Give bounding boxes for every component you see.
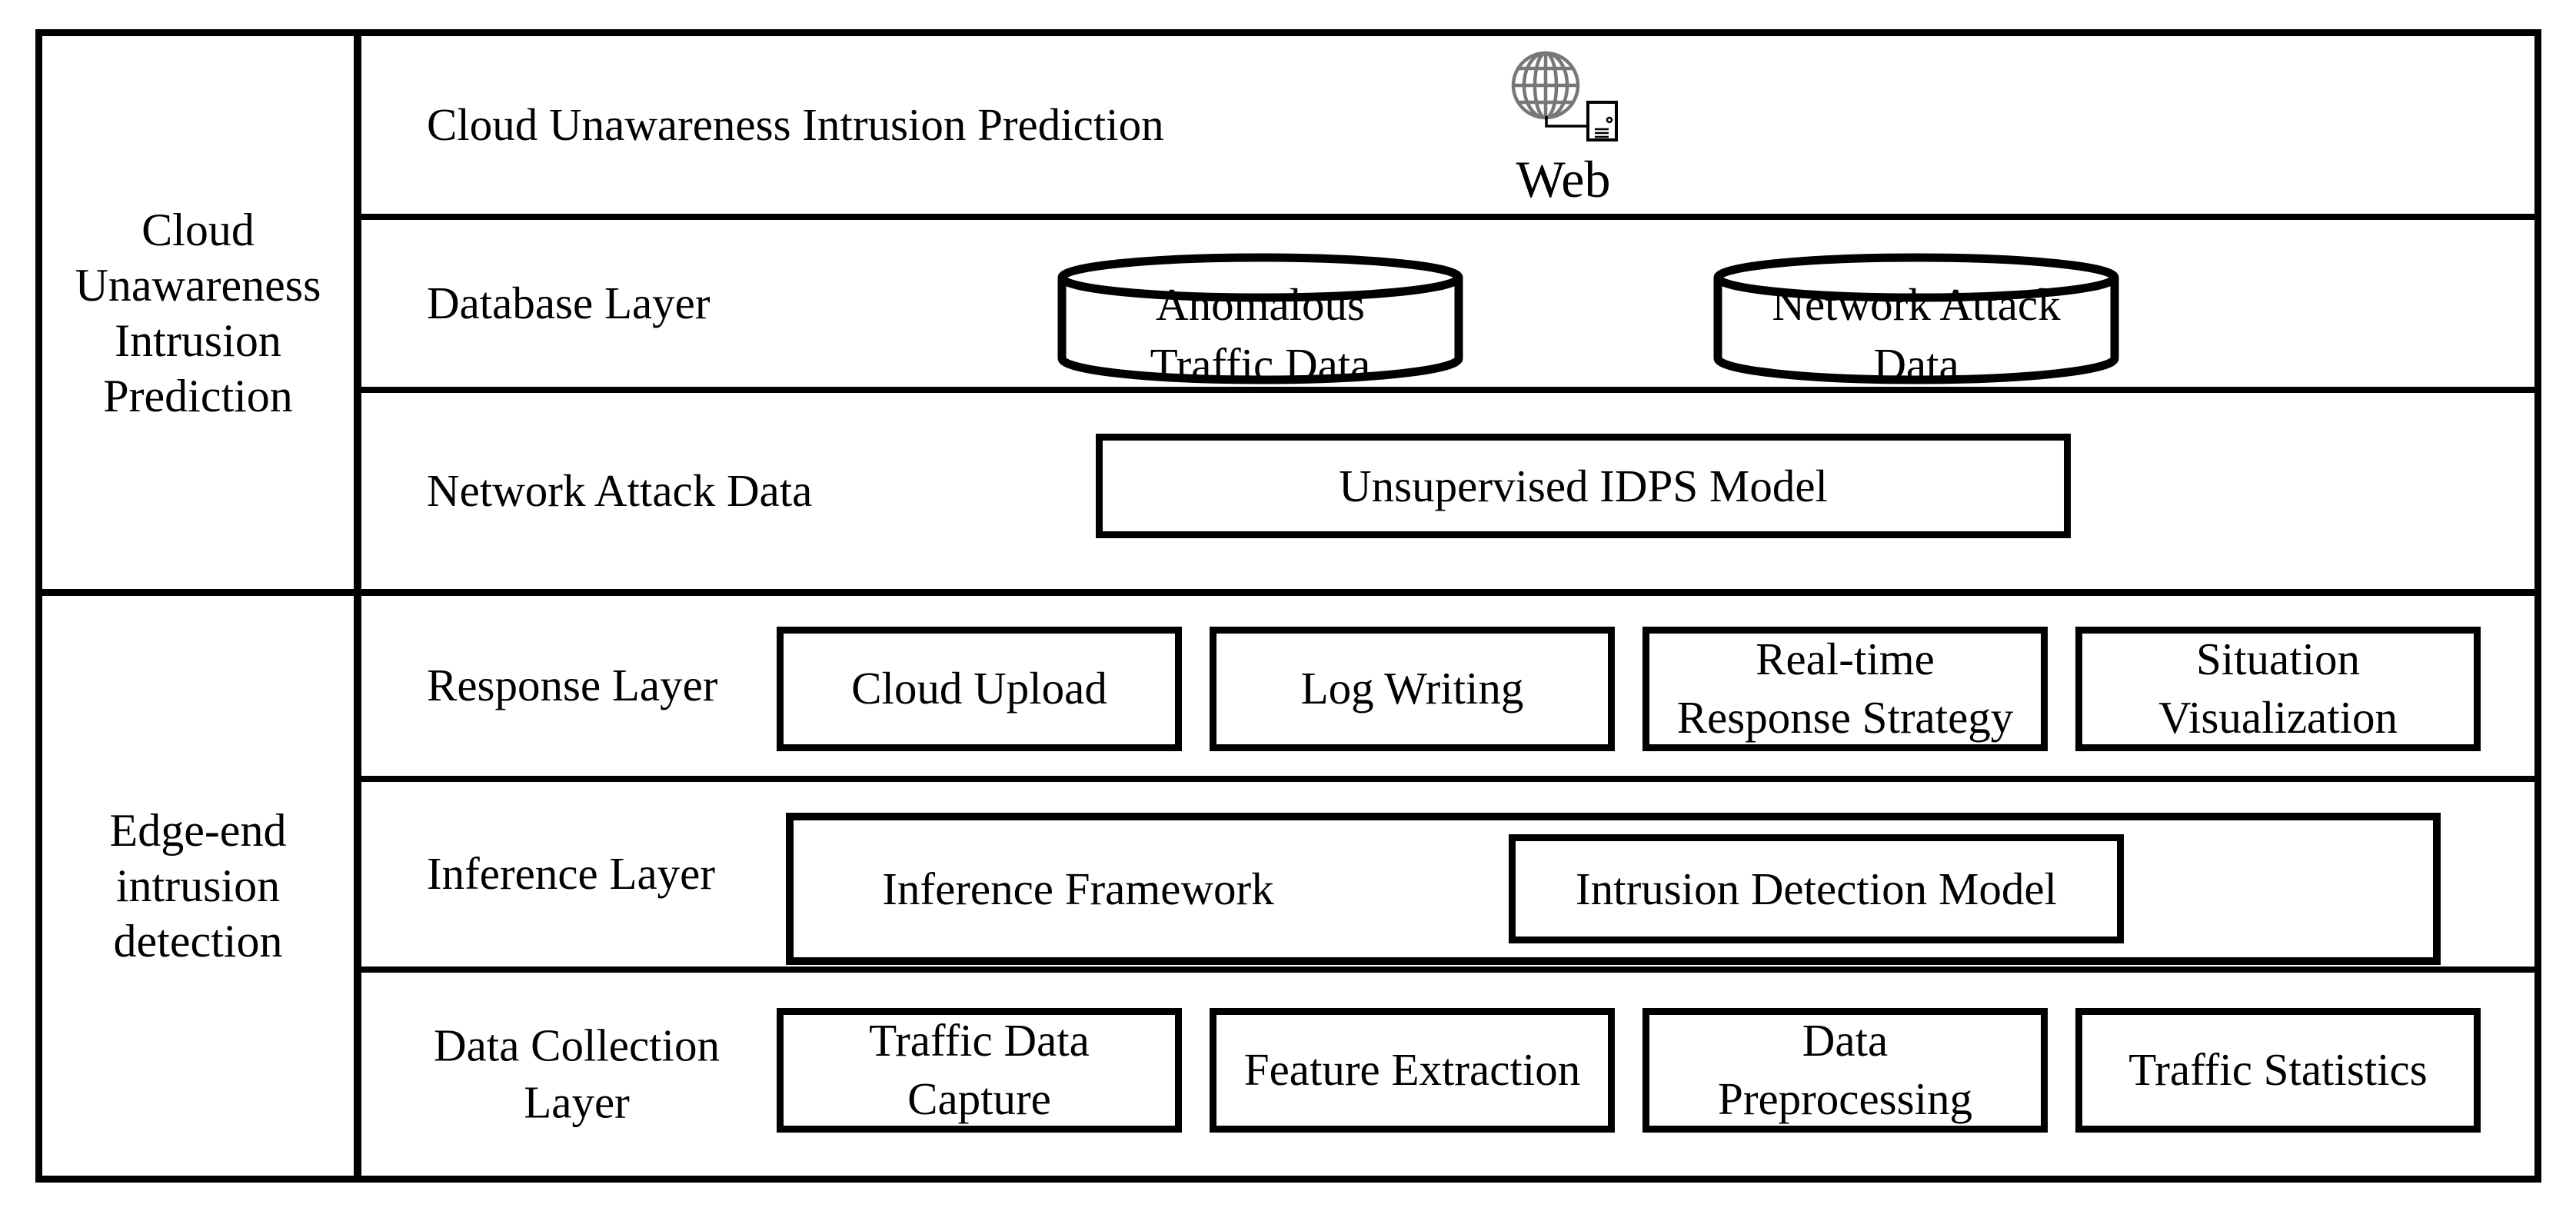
row-label-response-layer: Response Layer — [427, 660, 718, 711]
section-cell-cloud: Cloud Unawareness Intrusion Prediction — [42, 36, 361, 596]
database-cylinder-icon — [1713, 253, 2119, 384]
box-feature-extraction: Feature Extraction — [1210, 1008, 1615, 1133]
box-realtime-response-strategy: Real-time Response Strategy — [1642, 627, 2048, 751]
row-cloud-prediction: Cloud Unawareness Intrusion Prediction — [361, 36, 2534, 220]
response-layer-boxes: Cloud Upload Log Writing Real-time Respo… — [777, 627, 2481, 751]
row-database-layer: Database Layer Anomalous Traffic Data Ne… — [361, 220, 2534, 393]
row-data-collection-layer: Data Collection Layer Traffic Data Captu… — [361, 973, 2534, 1176]
intrusion-detection-model-box: Intrusion Detection Model — [1509, 834, 2124, 943]
web-figure: Web — [1498, 47, 1629, 205]
box-traffic-statistics: Traffic Statistics — [2075, 1008, 2481, 1133]
row-response-layer: Response Layer Cloud Upload Log Writing … — [361, 596, 2534, 782]
db-cylinder-anomalous-traffic: Anomalous Traffic Data — [1057, 252, 1464, 390]
db-cylinder-label: Network Attack Data — [1772, 279, 2061, 390]
database-cylinder-icon — [1057, 253, 1463, 384]
inference-framework-box: Inference Framework Intrusion Detection … — [786, 813, 2441, 965]
db-cylinder-network-attack: Network Attack Data — [1712, 252, 2120, 390]
data-collection-boxes: Traffic Data Capture Feature Extraction … — [777, 1008, 2481, 1133]
box-log-writing: Log Writing — [1210, 627, 1615, 751]
unsupervised-idps-model-box: Unsupervised IDPS Model — [1096, 434, 2071, 538]
row-network-attack-data: Network Attack Data Unsupervised IDPS Mo… — [361, 393, 2534, 596]
section-label-edge: Edge-end intrusion detection — [109, 805, 287, 966]
section-label-cloud: Cloud Unawareness Intrusion Prediction — [75, 204, 321, 421]
row-label-data-collection-layer: Data Collection Layer — [434, 1020, 720, 1127]
row-label-cloud-prediction: Cloud Unawareness Intrusion Prediction — [427, 98, 1164, 150]
section-cell-edge: Edge-end intrusion detection — [42, 596, 361, 1176]
web-globe-icon — [1511, 51, 1618, 141]
row-label-database-layer: Database Layer — [427, 277, 711, 328]
inference-framework-label: Inference Framework — [882, 863, 1274, 914]
box-cloud-upload: Cloud Upload — [777, 627, 1182, 751]
web-caption: Web — [1516, 150, 1611, 208]
box-traffic-data-capture: Traffic Data Capture — [777, 1008, 1182, 1133]
row-label-network-attack-data: Network Attack Data — [427, 464, 813, 516]
row-label-inference-layer: Inference Layer — [427, 848, 716, 900]
row-inference-layer: Inference Layer Inference Framework Intr… — [361, 782, 2534, 973]
db-cylinder-label: Anomalous Traffic Data — [1150, 279, 1371, 390]
architecture-diagram: Cloud Unawareness Intrusion Prediction C… — [35, 29, 2541, 1183]
box-data-preprocessing: Data Preprocessing — [1642, 1008, 2048, 1133]
box-situation-visualization: Situation Visualization — [2075, 627, 2481, 751]
